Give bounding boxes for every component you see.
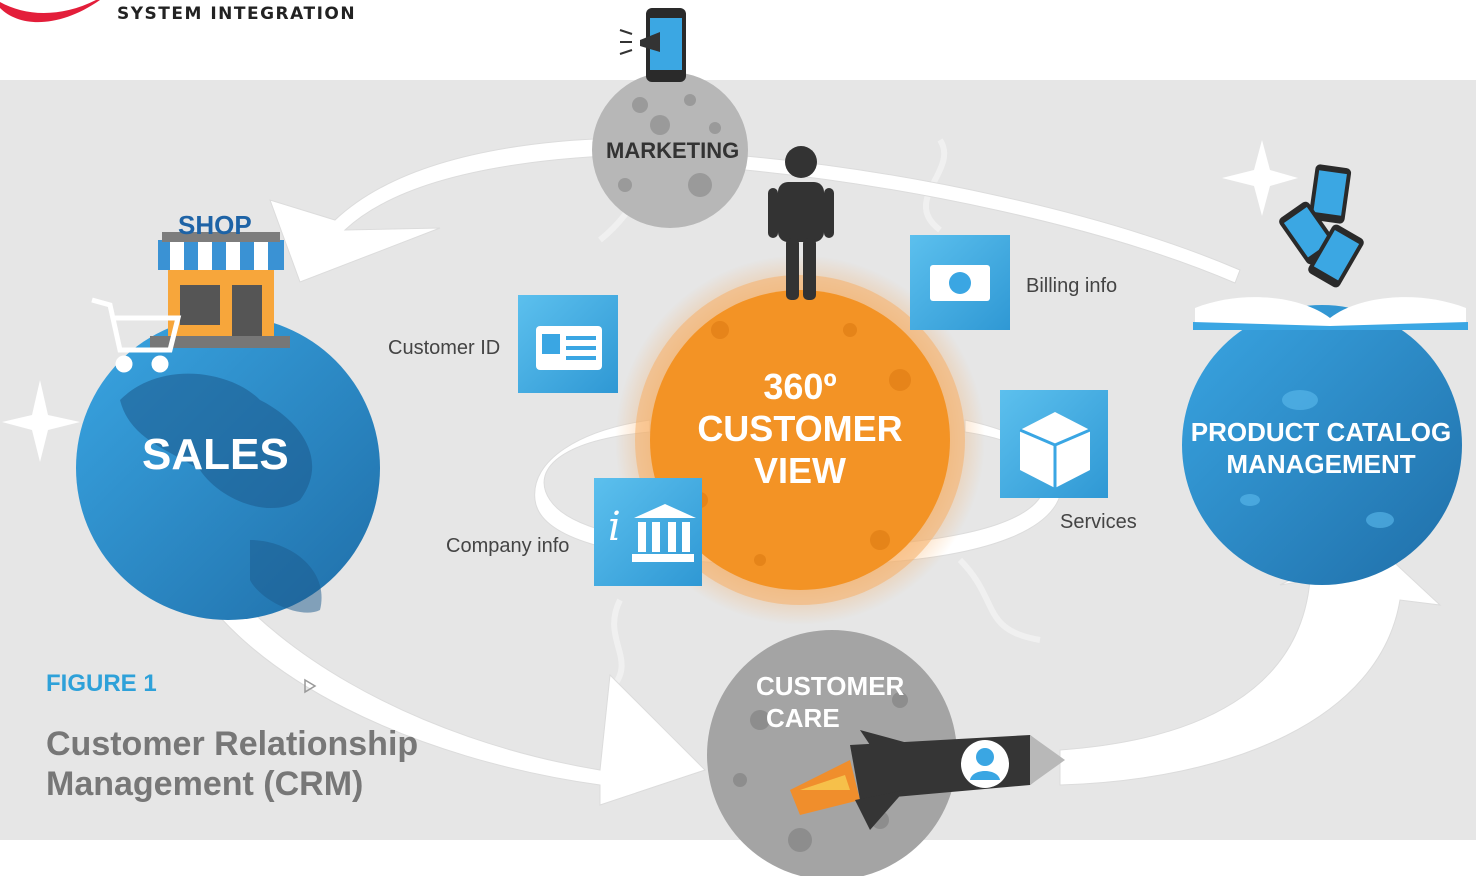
customer-id-label: Customer ID [388, 337, 501, 359]
customer-care-line-1: CUSTOMER [756, 671, 905, 701]
marketing-moon [592, 72, 748, 228]
bank-icon: i [594, 478, 702, 586]
customer-care-label: CUSTOMER CARE [756, 670, 904, 734]
shop-icon [150, 232, 290, 348]
cart-icon [91, 297, 182, 373]
customer-care-moon [707, 630, 957, 876]
marketing-label: MARKETING [606, 138, 740, 163]
sparkle-icon [2, 140, 1298, 462]
support-agent-icon [961, 740, 1009, 788]
customer-view-label: 360º CUSTOMER VIEW [680, 366, 920, 492]
sales-earth [76, 316, 380, 620]
customer-view-sun [615, 255, 985, 625]
sales-label: SALES [142, 430, 289, 479]
figure-label: FIGURE 1 [46, 670, 157, 697]
billing-info-label: Billing info [1026, 275, 1118, 297]
shop-label: SHOP [178, 210, 252, 240]
product-planet [1182, 305, 1462, 585]
phones-icon [1279, 164, 1364, 288]
services-label: Services [1060, 511, 1137, 533]
id-card-icon [518, 295, 618, 393]
money-icon [910, 235, 1010, 330]
rocket-icon [790, 730, 1065, 830]
book-icon [1193, 297, 1468, 330]
brand-subtitle: SYSTEM INTEGRATION [117, 4, 357, 24]
customer-care-line-2: CARE [766, 703, 840, 733]
customer-view-line-3: VIEW [753, 450, 846, 491]
person-icon [768, 146, 834, 300]
product-catalog-label: PRODUCT CATALOG MANAGEMENT [1186, 416, 1456, 480]
company-info-label: Company info [446, 535, 570, 557]
brand-logo [0, 0, 100, 23]
product-catalog-line-1: PRODUCT CATALOG [1190, 417, 1452, 447]
customer-view-line-1: 360º [763, 366, 837, 407]
svg-text:i: i [608, 504, 621, 550]
product-catalog-line-2: MANAGEMENT [1226, 449, 1416, 479]
megaphone-phone-icon [619, 8, 686, 82]
figure-title: Customer Relationship Management (CRM) [46, 725, 419, 803]
customer-view-line-2: CUSTOMER [697, 408, 903, 449]
play-icon [304, 678, 317, 694]
header: SYSTEM INTEGRATION [0, 0, 1476, 80]
box-icon [1000, 390, 1108, 498]
